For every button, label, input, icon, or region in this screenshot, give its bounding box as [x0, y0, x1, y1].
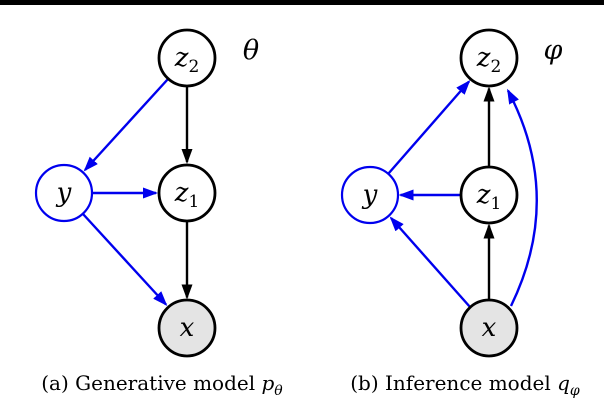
node-z2: [459, 28, 519, 88]
node-z2: [157, 28, 217, 88]
node-y: [340, 165, 400, 225]
node-x-label-main: x: [180, 313, 195, 343]
node-y-label-main: y: [362, 180, 378, 210]
node-x-label: x: [180, 313, 195, 343]
theta-param-label: θ: [243, 35, 259, 66]
edge-x-to-y: [389, 216, 471, 308]
caption-b-math-symbol: q: [557, 371, 570, 395]
caption-generative-model: (a) Generative model pθ: [12, 371, 312, 398]
node-z2-label-sub: 2: [490, 57, 501, 77]
edge-z2-to-y: [83, 78, 169, 172]
node-z2-label-sub: 2: [188, 57, 199, 77]
node-y-label-main: y: [56, 178, 72, 208]
node-z1-label: z1: [476, 180, 502, 214]
caption-a-text: (a) Generative model: [41, 371, 256, 395]
node-z1-label-sub: 1: [188, 192, 199, 212]
caption-inference-model: (b) Inference model qφ: [315, 371, 604, 398]
node-x-label-main: x: [482, 313, 497, 343]
node-y: [34, 163, 94, 223]
caption-a-math-subscript: θ: [274, 383, 283, 399]
caption-a-math-symbol: p: [261, 371, 275, 395]
node-z1-label-sub: 1: [490, 194, 501, 214]
node-z2-label: z2: [476, 43, 502, 77]
node-z1-label-main: z: [174, 178, 189, 208]
node-z2-label-main: z: [174, 43, 189, 73]
node-x-observed: [157, 298, 217, 358]
node-z2-label-main: z: [476, 43, 491, 73]
node-z1-label-main: z: [476, 180, 491, 210]
node-y-label: y: [56, 178, 72, 208]
edge-y-to-z2: [387, 79, 471, 175]
node-y-label: y: [362, 180, 378, 210]
panel-a-generative-model: z2 y z1 x θ: [34, 28, 259, 358]
node-x-observed: [459, 298, 519, 358]
top-black-bar: [0, 0, 604, 5]
node-z1: [157, 163, 217, 223]
panel-b-inference-model: z2 y z1 x φ: [340, 28, 563, 358]
node-x-label: x: [482, 313, 497, 343]
phi-param-label: φ: [544, 35, 563, 66]
edge-x-to-z2-curved: [506, 88, 538, 307]
caption-b-math-subscript: φ: [569, 383, 580, 399]
node-z2-label: z2: [174, 43, 200, 77]
edge-y-to-x: [82, 213, 168, 306]
caption-b-text: (b) Inference model: [350, 371, 551, 395]
node-z1-label: z1: [174, 178, 200, 212]
node-z1: [459, 165, 519, 225]
